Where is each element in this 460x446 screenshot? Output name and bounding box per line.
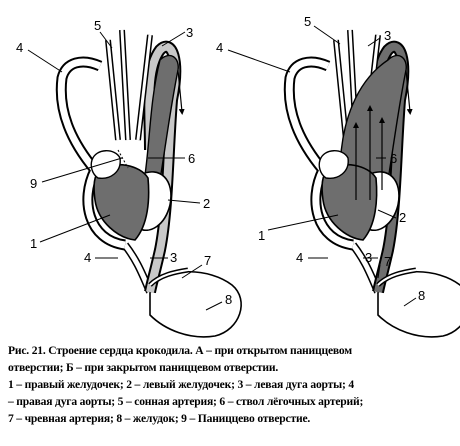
panel-a: 4 5 3 6 9 2 1 4 3 7 8 <box>16 18 242 338</box>
label-8: 8 <box>418 288 425 303</box>
label-4-top: 4 <box>16 40 23 55</box>
label-4-top: 4 <box>216 40 223 55</box>
label-7: 7 <box>204 253 211 268</box>
label-9: 9 <box>30 176 37 191</box>
label-8: 8 <box>225 292 232 307</box>
label-1: 1 <box>30 236 37 251</box>
label-4-bottom: 4 <box>296 250 303 265</box>
label-3-top: 3 <box>384 28 391 43</box>
label-2: 2 <box>203 196 210 211</box>
label-3-top: 3 <box>186 25 193 40</box>
label-5: 5 <box>94 18 101 33</box>
caption-line: Рис. 21. Строение сердца крокодила. А – … <box>8 344 352 357</box>
atrium <box>318 150 349 179</box>
caption-line: – правая дуга аорты; 5 – сонная артерия;… <box>8 395 364 408</box>
label-4-bottom: 4 <box>84 250 91 265</box>
panizza-foramen <box>117 149 129 169</box>
figure-caption: Рис. 21. Строение сердца крокодила. А – … <box>8 342 458 427</box>
label-7: 7 <box>384 254 391 269</box>
caption-line: 7 – чревная артерия; 8 – желудок; 9 – Па… <box>8 412 311 425</box>
right-ventricle <box>321 163 378 241</box>
label-2: 2 <box>399 210 406 225</box>
label-3-bottom: 3 <box>170 250 177 265</box>
label-6: 6 <box>390 151 397 166</box>
caption-line: отверстии; Б – при закрытом паниццевом о… <box>8 361 279 374</box>
label-5: 5 <box>304 14 311 29</box>
label-3-bottom: 3 <box>365 250 372 265</box>
right-ventricle <box>93 163 150 241</box>
atrium <box>90 150 121 179</box>
pulmonary-trunk <box>144 54 179 181</box>
panel-b: 4 5 3 6 2 1 4 3 7 8 <box>216 14 460 338</box>
label-1: 1 <box>258 228 265 243</box>
heart-diagram: 4 5 3 6 9 2 1 4 3 7 8 <box>16 14 460 338</box>
caption-line: 1 – правый желудочек; 2 – левый желудоче… <box>8 378 354 391</box>
stomach-shape <box>377 271 460 338</box>
label-6: 6 <box>188 151 195 166</box>
